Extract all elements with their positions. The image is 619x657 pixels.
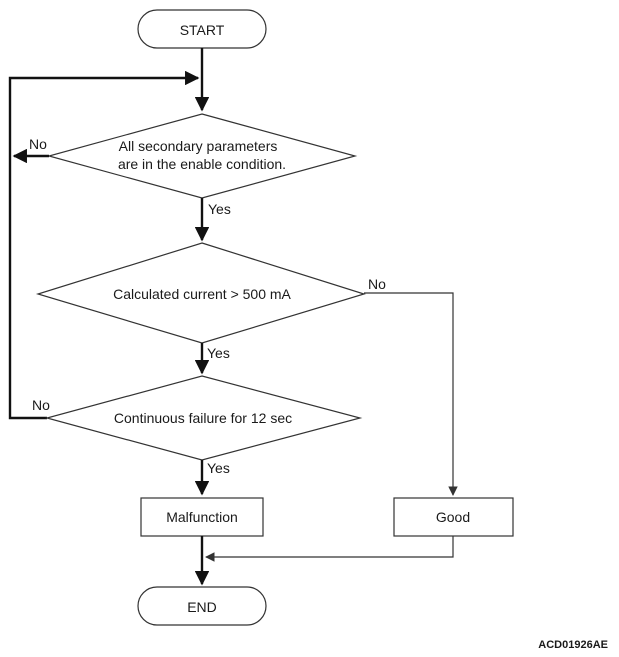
- label-current-yes: Yes: [207, 345, 230, 361]
- decision-continuous-failure-label: Continuous failure for 12 sec: [114, 410, 292, 426]
- label-params-yes: Yes: [208, 201, 231, 217]
- label-params-no: No: [29, 136, 47, 152]
- end-label: END: [187, 599, 217, 615]
- decision-secondary-parameters-line1: All secondary parameters: [119, 138, 278, 154]
- edge-good-to-end: [205, 536, 454, 562]
- label-failure-yes: Yes: [207, 460, 230, 476]
- reference-code: ACD01926AE: [538, 639, 608, 651]
- good-label: Good: [436, 509, 470, 525]
- malfunction-label: Malfunction: [166, 509, 238, 525]
- end-terminal: [137, 586, 267, 626]
- edge-failure-no-loop: [8, 70, 200, 420]
- label-current-no: No: [368, 276, 386, 292]
- malfunction-box: [140, 497, 264, 537]
- start-label: START: [180, 22, 225, 38]
- edge-current-no: [364, 292, 458, 496]
- decision-calculated-current-label: Calculated current > 500 mA: [113, 286, 291, 302]
- label-failure-no: No: [32, 397, 50, 413]
- decision-secondary-parameters-line2: are in the enable condition.: [118, 156, 286, 172]
- good-box: [393, 497, 514, 537]
